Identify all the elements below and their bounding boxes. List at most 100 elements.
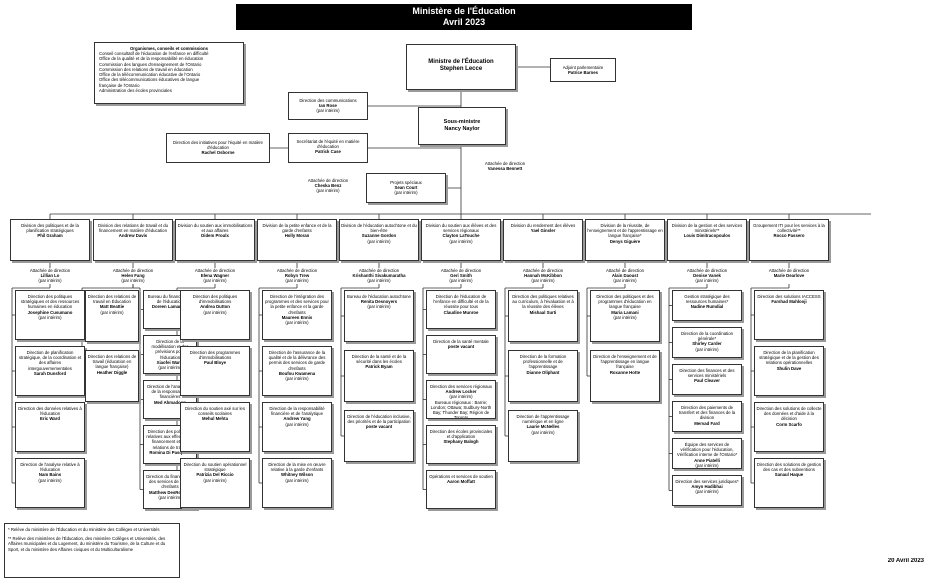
unit-name: Matthew DesRosiers <box>148 489 192 495</box>
unit-role: Direction de l'éducation inclusive, des … <box>347 414 411 425</box>
date-label: 20 Avril 2023 <box>887 558 924 564</box>
unit-box: Direction de l'assurance de la qualité e… <box>262 346 332 396</box>
unit-box: Direction des programmes d'immobilisatio… <box>180 346 250 396</box>
chart-title: Ministère de l'Éducation Avril 2023 <box>236 4 692 30</box>
unit-role: Direction de l'apprentissage numérique e… <box>516 414 570 425</box>
unit-note: (par intérim) <box>285 320 309 326</box>
unit-name: Clayton LaTouche <box>442 233 480 239</box>
unit-name: Doreen Lamarche <box>151 304 189 310</box>
organism-item: française de l'Ontario <box>99 82 140 88</box>
unit-role: Direction de l'assurance de la qualité e… <box>268 350 326 371</box>
unit-note: (par intérim) <box>449 238 473 244</box>
division-head-box: Division des politiques et de la planifi… <box>10 219 90 261</box>
unit-name: Didem Proulx <box>201 233 229 239</box>
unit-box: Direction de l'éducation inclusive, des … <box>344 410 414 462</box>
unit-role: Direction des services régionaux <box>429 384 493 389</box>
unit-note: (par intérim) <box>203 278 227 284</box>
unit-note: (par intérim) <box>38 278 62 284</box>
unit-name: Mehul Mehta <box>201 416 229 422</box>
unit-role: Attachée de direction <box>522 268 564 273</box>
unit-note: (par intérim) <box>695 346 719 352</box>
unit-box: Direction des écoles provinciales et d'a… <box>426 425 496 464</box>
organism-item: Commission des langues d'enseignement de… <box>99 61 202 67</box>
organism-item: Office de la qualité et de la responsabi… <box>99 56 204 62</box>
division-head-box: Division de l'éducation autochtone et du… <box>339 219 419 261</box>
unit-name: Amyn Hadibhai <box>691 484 723 490</box>
unit-box: Direction de la santé et de la sécurité … <box>344 350 414 402</box>
unit-note: (par intérim) <box>367 238 391 244</box>
unit-note: (par intérim) <box>531 429 555 435</box>
unit-name: Paul Bloye <box>204 360 226 366</box>
unit-role: Division du soutien aux immobilisations … <box>177 223 253 234</box>
unit-note: (par intérim) <box>285 421 309 427</box>
unit-name: Robyn Trew <box>284 273 310 279</box>
dm-executive-assistant-2: Attachée de direction Cheska Benz (par i… <box>290 178 366 194</box>
unit-name: Nam Bains <box>38 472 62 478</box>
unit-name: Patrick Byam <box>365 364 393 370</box>
unit-role: Attachée de direction <box>686 268 728 273</box>
unit-name: Med Ahmadoun <box>153 399 187 405</box>
unit-role: Division de la réussite, de l'enseigneme… <box>587 223 663 239</box>
pa-box: Adjoint parlementaire Patrice Barnes <box>550 58 616 82</box>
unit-role: Attachée de direction <box>112 268 154 273</box>
unit-name: Krishanthi Sivakumaratha <box>352 273 406 279</box>
unit-box: Direction de la planification stratégiqu… <box>754 346 824 396</box>
unit-role: Direction de l'enseignement et de l'appr… <box>593 354 657 370</box>
unit-note: (par intérim) <box>158 365 182 371</box>
unit-name: Mishaal Surti <box>529 309 557 315</box>
unit-role: Direction de l'analyse et de la responsa… <box>147 384 193 400</box>
unit-role: Attachée de direction <box>440 268 482 273</box>
unit-role: Direction des paiements de transfert et … <box>678 405 736 421</box>
unit-name: Shulin Dave <box>776 365 802 371</box>
unit-name: Laurie McNelles <box>526 424 560 430</box>
organism-item: Office des télécommunications éducatives… <box>99 77 200 83</box>
unit-name: Patrizia Del Riccio <box>196 472 234 478</box>
unit-box: Direction des politiques et des programm… <box>590 290 660 342</box>
unit-note: (par intérim) <box>531 278 555 284</box>
unit-box: Direction de la formation professionnell… <box>508 350 578 402</box>
organism-item: Administration des écoles provinciales <box>99 87 172 93</box>
unit-role: Groupement ITI pour les services à la co… <box>753 223 825 234</box>
pa-role: Adjoint parlementaire <box>562 65 604 70</box>
unit-box: Direction de la responsabilité financièr… <box>262 402 332 452</box>
unit-box: Direction des relations de travail (éduc… <box>85 350 139 402</box>
unit-role: Division de l'éducation autochtone et du… <box>341 223 417 234</box>
unit-name: Louis Dimitracopoulos <box>683 233 731 239</box>
unit-role: Direction des solutions de gestion des c… <box>756 462 822 473</box>
footnotes-box: * Relève du ministère de l'Éducation et … <box>4 523 180 578</box>
unit-role: Direction de l'analyse relative à l'éduc… <box>20 462 80 473</box>
unit-name: Elena Wagner <box>200 273 230 279</box>
unit-role: Division des relations de travail et du … <box>98 223 168 234</box>
unit-note: (par intérim) <box>285 477 309 483</box>
unit-name: Lillian Lo <box>40 273 60 279</box>
unit-name: Stephany Balogh <box>443 439 479 445</box>
unit-name: Andrew Davis <box>118 233 148 239</box>
unit-name: Heather Diggle <box>96 369 128 375</box>
unit-name: Dianne Oliphant <box>526 369 560 375</box>
unit-role: Direction des services juridiques* <box>675 479 739 484</box>
division-head-box: Division de la gestion et des services m… <box>667 219 747 261</box>
special-note: (par intérim) <box>394 190 418 196</box>
unit-name: Nadine Rumdial <box>690 304 724 310</box>
unit-role: Direction de l'intégration des programme… <box>265 294 329 315</box>
unit-note: (par intérim) <box>367 304 391 310</box>
unit-role: Direction des relations de travail en Éd… <box>87 294 137 305</box>
unit-name: poste vacant <box>447 344 475 350</box>
minister-name: Stephen Lecce <box>439 66 483 73</box>
unit-box: Direction de l'intégration des programme… <box>262 290 332 340</box>
special-name: Sean Court <box>394 185 418 191</box>
division-head-box: Division du soutien aux élèves et des se… <box>421 219 501 261</box>
unit-note: (par intérim) <box>203 309 227 315</box>
unit-name: Eric Ward <box>40 416 60 422</box>
division-head-box: Division du soutien aux immobilisations … <box>175 219 255 261</box>
unit-box: Direction du soutien axé sur les conseil… <box>180 402 250 452</box>
unit-name: Aaron Moffatt <box>447 479 475 485</box>
dm-exec2-name: Cheska Benz <box>314 183 342 189</box>
